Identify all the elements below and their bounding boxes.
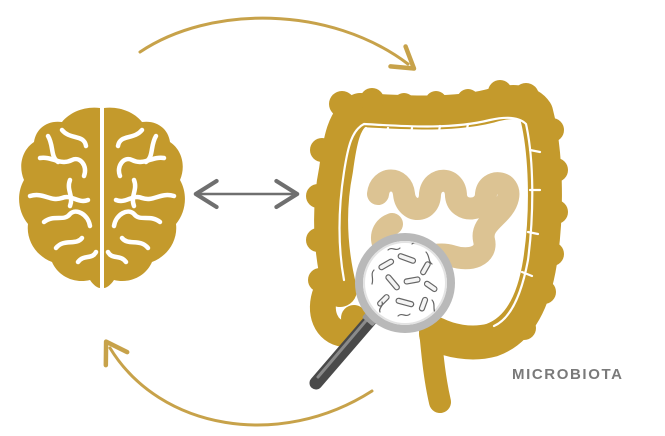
top-cycle-arrow — [140, 18, 408, 64]
microbiota-label: MICROBIOTA — [512, 366, 624, 383]
brain-icon — [19, 108, 185, 288]
